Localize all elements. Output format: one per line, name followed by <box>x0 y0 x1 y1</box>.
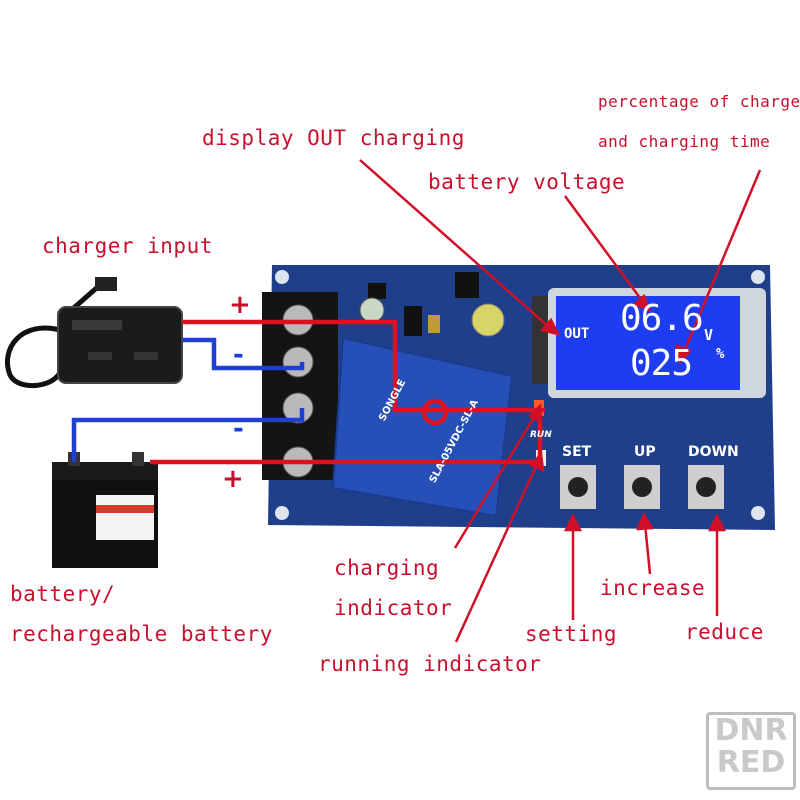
lcd-percent: 025 <box>630 343 693 384</box>
battery-voltage-label: battery voltage <box>428 170 626 194</box>
pointer-lines <box>359 159 762 643</box>
lcd-voltage-unit: V <box>704 326 714 344</box>
charging-indicator-label-line2: indicator <box>334 596 453 620</box>
charging-indicator-label-line1: charging <box>334 556 440 580</box>
watermark-line1: DNR <box>714 713 788 748</box>
up-button-label: UP <box>634 444 656 460</box>
relay-contact-circle <box>421 398 449 426</box>
down-button-label: DOWN <box>688 444 739 460</box>
running-indicator-label: running indicator <box>318 652 542 676</box>
minus-sign-2: - <box>233 414 244 444</box>
bottom-plus-sign: + <box>222 464 244 494</box>
lcd-voltage: 06.6 <box>620 298 704 339</box>
blue-wire-charger <box>182 337 305 371</box>
increase-label: increase <box>600 576 706 600</box>
charger-image <box>4 277 183 389</box>
charger-input-label: charger input <box>42 234 213 258</box>
percentage-label-line1: percentage of charge <box>598 92 800 111</box>
blue-wire-battery <box>71 408 305 462</box>
display-out-label: display OUT charging <box>202 126 465 150</box>
red-wire-charger <box>182 319 545 413</box>
minus-sign-1: - <box>233 340 244 370</box>
watermark-logo: DNR RED <box>706 712 796 790</box>
lcd-percent-unit: % <box>716 346 725 362</box>
setting-label: setting <box>525 622 618 646</box>
watermark-line2: RED <box>716 745 786 780</box>
top-plus-sign: + <box>229 290 251 320</box>
lcd-out-label: OUT <box>564 326 590 342</box>
battery-label-line1: battery/ <box>10 582 116 606</box>
percentage-label-line2: and charging time <box>598 132 771 151</box>
run-label: RUN <box>530 430 552 440</box>
reduce-label: reduce <box>685 620 764 644</box>
battery-image <box>52 452 158 568</box>
battery-label-line2: rechargeable battery <box>10 622 273 646</box>
set-button-label: SET <box>562 444 592 460</box>
